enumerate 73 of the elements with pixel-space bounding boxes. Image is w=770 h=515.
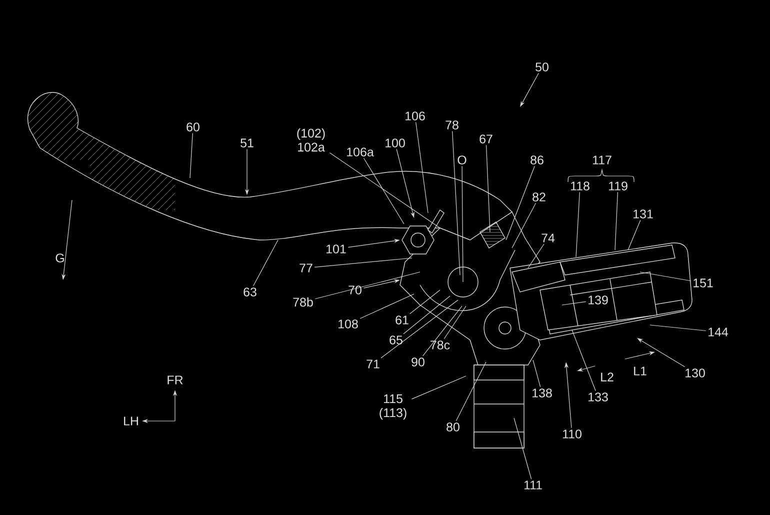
callout-number: 106	[406, 112, 425, 120]
direction-label: L2	[601, 372, 614, 382]
leader-line	[444, 306, 466, 340]
callout-number: 77	[300, 264, 312, 272]
leader-line	[650, 324, 706, 332]
callout-number: 86	[530, 156, 544, 164]
leader-line	[409, 290, 440, 314]
leader-line	[572, 330, 596, 392]
callout-number: 60	[186, 122, 200, 132]
callout-number: 119	[609, 182, 628, 190]
callout-number: 115 (113)	[380, 394, 406, 420]
callout-number: 151	[694, 278, 713, 288]
leader-line	[512, 202, 536, 248]
direction-label: L1	[634, 366, 646, 376]
callout-number: 110	[563, 430, 582, 438]
callout-number: 78	[446, 120, 458, 130]
leader-line	[528, 244, 544, 268]
callout-number: 144	[708, 328, 728, 336]
callout-number: 65	[390, 336, 402, 344]
callout-number: 63	[244, 288, 256, 296]
callout-number: 133	[588, 392, 608, 402]
callout-number: 90	[412, 358, 424, 366]
direction-label: G	[56, 254, 64, 262]
leader-line	[628, 220, 641, 250]
callout-number: 108	[338, 320, 358, 328]
callout-number: 111	[524, 480, 542, 490]
leader-line	[314, 258, 412, 268]
callout-number: 61	[396, 316, 408, 324]
leader-line	[253, 240, 278, 286]
leader-line	[506, 166, 535, 240]
leader-line	[640, 272, 692, 282]
callout-number: 82	[532, 192, 546, 202]
leader-line	[576, 192, 580, 258]
leader-line	[411, 376, 466, 400]
callout-number: 130	[686, 368, 705, 378]
leader-line	[363, 158, 404, 224]
leader-line	[403, 296, 450, 334]
callout-number: 78c	[430, 340, 450, 350]
leader-line	[190, 132, 193, 178]
leader-line	[416, 122, 428, 214]
callout-number: 131	[634, 210, 653, 218]
leader-line	[462, 166, 464, 282]
callout-number: 138	[532, 388, 552, 398]
callout-number: 50	[536, 62, 548, 72]
leader-line	[380, 300, 458, 358]
callout-number: 78b	[293, 297, 313, 307]
leader-line	[514, 418, 532, 480]
callout-number: 67	[480, 134, 492, 144]
leader-line	[329, 152, 440, 228]
callout-number: 101	[326, 244, 346, 254]
callout-number: 70	[348, 286, 362, 294]
callout-number: 139	[588, 296, 608, 304]
callout-number: 106a	[347, 148, 374, 156]
direction-label: FR	[168, 376, 183, 384]
leader-line	[486, 144, 490, 232]
callout-number: (102) 102a	[297, 128, 325, 152]
leader-line	[562, 301, 586, 306]
callout-number: 117	[593, 156, 612, 164]
direction-label: LH	[124, 416, 138, 426]
callout-number: 118	[571, 182, 590, 190]
leader-line	[532, 360, 541, 388]
callout-number: 51	[240, 138, 254, 148]
leader-line	[422, 306, 462, 356]
callout-number: 71	[366, 360, 380, 368]
callout-number: 100	[386, 138, 405, 148]
leader-line	[452, 130, 460, 276]
leader-line	[614, 192, 618, 250]
leader-line	[360, 294, 414, 319]
leader-line	[314, 272, 420, 300]
callout-number: O	[458, 156, 466, 164]
leader-line	[456, 362, 486, 422]
callout-number: 74	[542, 234, 555, 242]
callout-number: 80	[446, 422, 460, 432]
